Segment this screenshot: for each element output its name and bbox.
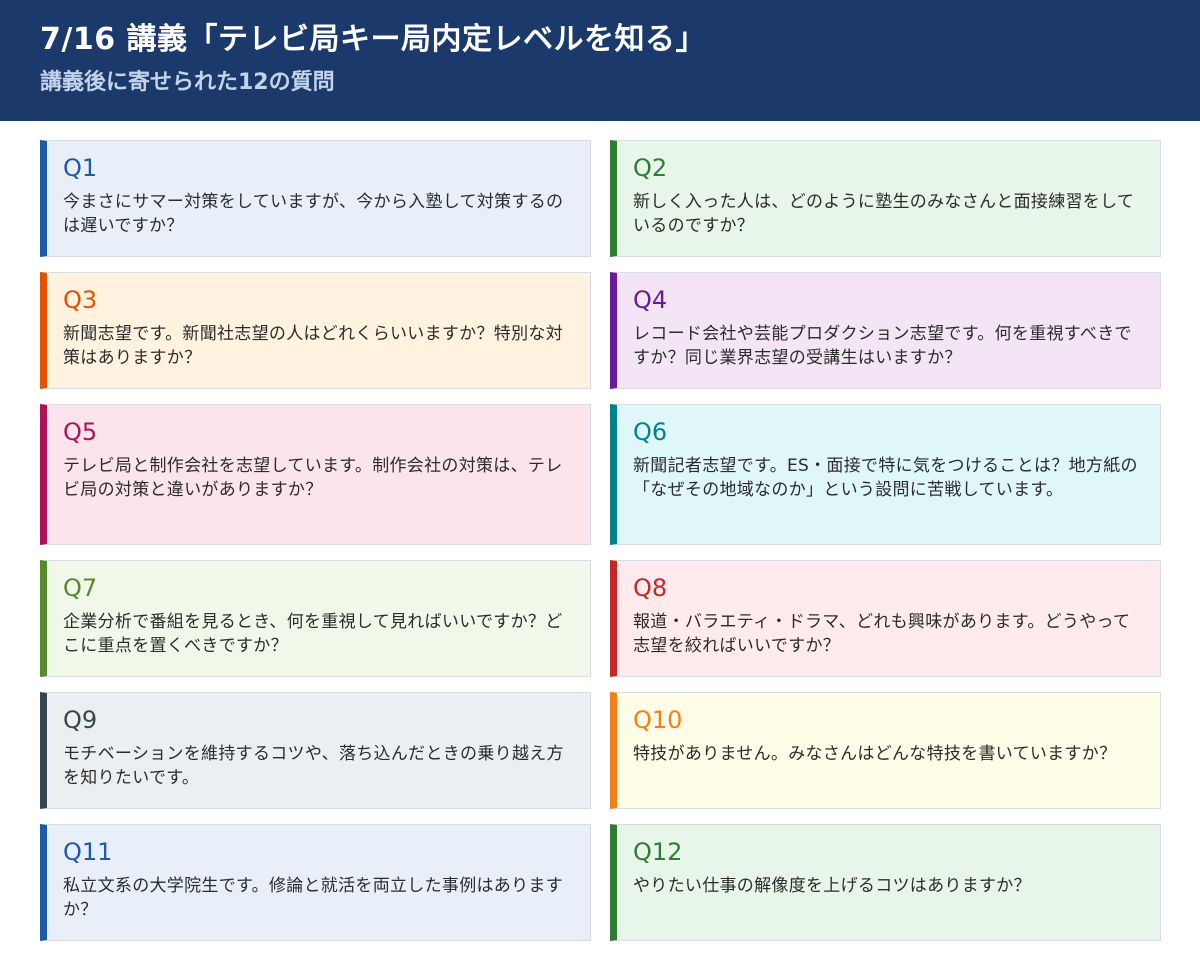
question-card-q1: Q1 今まさにサマー対策をしていますが、今から入塾して対策するのは遅いですか？ [40,140,591,257]
question-label: Q9 [63,706,98,734]
page-header: 7/16 講義「テレビ局キー局内定レベルを知る」 講義後に寄せられた12の質問 [0,0,1200,121]
question-text: 私立文系の大学院生です。修論と就活を両立した事例はありますか？ [63,876,563,920]
question-label: Q8 [633,574,668,602]
question-card-q4: Q4 レコード会社や芸能プロダクション志望です。何を重視すべきですか？同じ業界志… [610,272,1161,389]
page-title: 7/16 講義「テレビ局キー局内定レベルを知る」 [40,22,707,57]
question-text: 新聞志望です。新聞社志望の人はどれくらいいますか？特別な対策はありますか？ [63,324,563,368]
question-label: Q11 [63,838,113,866]
question-label: Q6 [633,418,668,446]
question-card-q3: Q3 新聞志望です。新聞社志望の人はどれくらいいますか？特別な対策はありますか？ [40,272,591,389]
page-subtitle: 講義後に寄せられた12の質問 [40,70,335,95]
question-label: Q5 [63,418,98,446]
question-text: 新しく入った人は、どのように塾生のみなさんと面接練習をしているのですか？ [633,192,1135,236]
question-text: 新聞記者志望です。ES・面接で特に気をつけることは？地方紙の「なぜその地域なのか… [633,456,1138,500]
question-text: モチベーションを維持するコツや、落ち込んだときの乗り越え方を知りたいです。 [63,744,564,788]
question-label: Q10 [633,706,683,734]
question-card-q9: Q9 モチベーションを維持するコツや、落ち込んだときの乗り越え方を知りたいです。 [40,692,591,809]
question-text: 報道・バラエティ・ドラマ、どれも興味があります。どうやって志望を絞ればいいですか… [633,612,1131,656]
question-label: Q2 [633,154,668,182]
question-label: Q12 [633,838,683,866]
question-text: テレビ局と制作会社を志望しています。制作会社の対策は、テレビ局の対策と違いがあり… [63,456,563,500]
question-card-q8: Q8 報道・バラエティ・ドラマ、どれも興味があります。どうやって志望を絞ればいい… [610,560,1161,677]
question-card-q11: Q11 私立文系の大学院生です。修論と就活を両立した事例はありますか？ [40,824,591,941]
question-label: Q3 [63,286,98,314]
question-card-q7: Q7 企業分析で番組を見るとき、何を重視して見ればいいですか？どこに重点を置くべ… [40,560,591,677]
question-text: 企業分析で番組を見るとき、何を重視して見ればいいですか？どこに重点を置くべきです… [63,612,563,656]
question-label: Q1 [63,154,98,182]
question-label: Q7 [63,574,98,602]
question-card-q6: Q6 新聞記者志望です。ES・面接で特に気をつけることは？地方紙の「なぜその地域… [610,404,1161,545]
question-card-q2: Q2 新しく入った人は、どのように塾生のみなさんと面接練習をしているのですか？ [610,140,1161,257]
question-text: 特技がありません。みなさんはどんな特技を書いていますか？ [633,744,1117,764]
question-card-q10: Q10 特技がありません。みなさんはどんな特技を書いていますか？ [610,692,1161,809]
question-card-q5: Q5 テレビ局と制作会社を志望しています。制作会社の対策は、テレビ局の対策と違い… [40,404,591,545]
question-label: Q4 [633,286,668,314]
question-card-q12: Q12 やりたい仕事の解像度を上げるコツはありますか？ [610,824,1161,941]
question-text: 今まさにサマー対策をしていますが、今から入塾して対策するのは遅いですか？ [63,192,564,236]
question-text: やりたい仕事の解像度を上げるコツはありますか？ [633,876,1031,896]
question-text: レコード会社や芸能プロダクション志望です。何を重視すべきですか？同じ業界志望の受… [633,324,1132,368]
